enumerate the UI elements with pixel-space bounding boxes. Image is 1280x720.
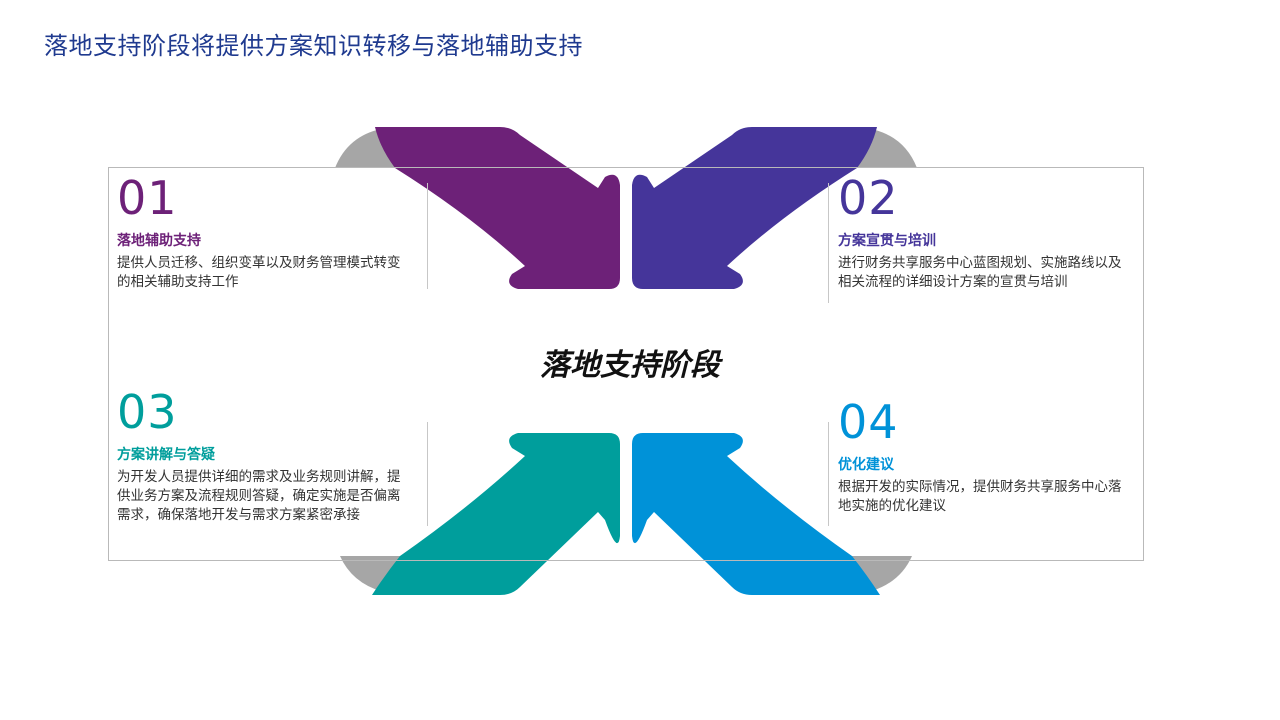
card-04: 04 优化建议 根据开发的实际情况，提供财务共享服务中心落地实施的优化建议 (838, 396, 1138, 516)
card-title: 落地辅助支持 (117, 233, 201, 249)
card-number: 04 (838, 395, 899, 449)
card-number: 03 (117, 385, 178, 439)
card-03: 03 方案讲解与答疑 为开发人员提供详细的需求及业务规则讲解，提供业务方案及流程… (117, 386, 417, 525)
center-label: 落地支持阶段 (540, 348, 720, 383)
arrow-03 (372, 433, 620, 595)
card-description: 根据开发的实际情况，提供财务共享服务中心落地实施的优化建议 (838, 479, 1122, 514)
divider-02 (828, 183, 829, 303)
card-title: 方案讲解与答疑 (117, 447, 215, 463)
card-description: 进行财务共享服务中心蓝图规划、实施路线以及相关流程的详细设计方案的宣贯与培训 (838, 255, 1122, 290)
divider-03 (427, 422, 428, 526)
card-02: 02 方案宣贯与培训 进行财务共享服务中心蓝图规划、实施路线以及相关流程的详细设… (838, 172, 1138, 292)
card-number: 01 (117, 171, 178, 225)
divider-01 (427, 183, 428, 289)
arrow-04 (632, 433, 880, 595)
card-description: 为开发人员提供详细的需求及业务规则讲解，提供业务方案及流程规则答疑，确定实施是否… (117, 469, 401, 523)
divider-04 (828, 422, 829, 526)
card-number: 02 (838, 171, 899, 225)
page-title: 落地支持阶段将提供方案知识转移与落地辅助支持 (44, 32, 583, 60)
card-01: 01 落地辅助支持 提供人员迁移、组织变革以及财务管理模式转变的相关辅助支持工作 (117, 172, 417, 292)
card-title: 优化建议 (838, 457, 894, 473)
card-description: 提供人员迁移、组织变革以及财务管理模式转变的相关辅助支持工作 (117, 255, 401, 290)
card-title: 方案宣贯与培训 (838, 233, 936, 249)
